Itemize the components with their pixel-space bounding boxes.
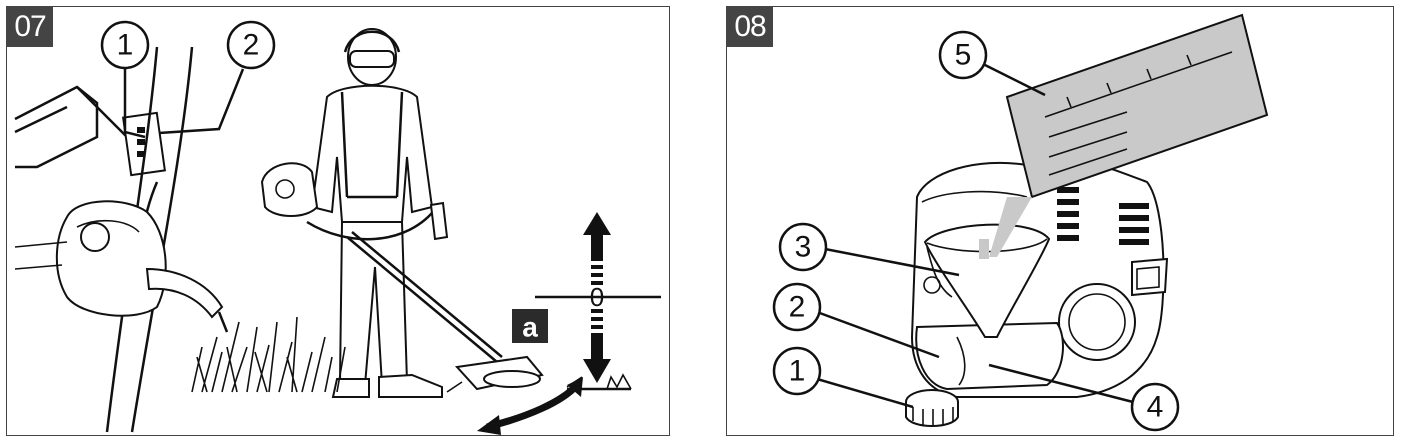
leader-line-3: [824, 247, 960, 277]
callout-circle-3: [778, 222, 828, 272]
operator-figure: [260, 28, 544, 398]
fuel-tank: [915, 321, 1064, 391]
callout-label-2: 2: [243, 29, 260, 62]
figure-07-harness-adjustment: 07: [6, 6, 670, 436]
height-zero-label: 0: [590, 282, 604, 312]
height-scale: [477, 212, 661, 435]
callout-label-5: 5: [955, 39, 972, 72]
measuring-container: [989, 13, 1269, 257]
callout-label-1: 1: [789, 355, 806, 388]
leader-line-4: [988, 363, 1134, 404]
badge-a-label: a: [522, 312, 538, 343]
leader-line-1: [123, 69, 146, 139]
badge-a-box: [512, 309, 548, 343]
callout-circle-1: [100, 20, 150, 70]
callout-label-2: 2: [789, 291, 806, 324]
harness-illustration: 0 a 1 2: [14, 20, 661, 435]
callout-label-1: 1: [117, 29, 134, 62]
leader-line-1: [816, 377, 914, 409]
fuel-cap: [905, 389, 959, 427]
figure-number-07: 07: [7, 7, 53, 47]
leader-line-2: [158, 68, 245, 135]
funnel: [923, 223, 1051, 338]
callout-label-4: 4: [1147, 391, 1164, 424]
callout-circle-1: [772, 346, 822, 396]
figure-08-refueling: 08: [726, 6, 1394, 436]
figure-number-08: 08: [727, 7, 773, 47]
callout-circle-2: [226, 20, 276, 70]
fuel-stream: [979, 239, 989, 259]
callout-circle-4: [1130, 382, 1180, 432]
leader-line-2: [816, 310, 940, 359]
callout-label-3: 3: [795, 231, 812, 264]
shaft-closeup: [14, 46, 229, 433]
leader-line-5: [984, 63, 1046, 97]
refueling-illustration: 5 3 2 1 4: [772, 13, 1269, 432]
callout-circle-2: [772, 282, 822, 332]
callout-circle-5: [938, 30, 988, 80]
